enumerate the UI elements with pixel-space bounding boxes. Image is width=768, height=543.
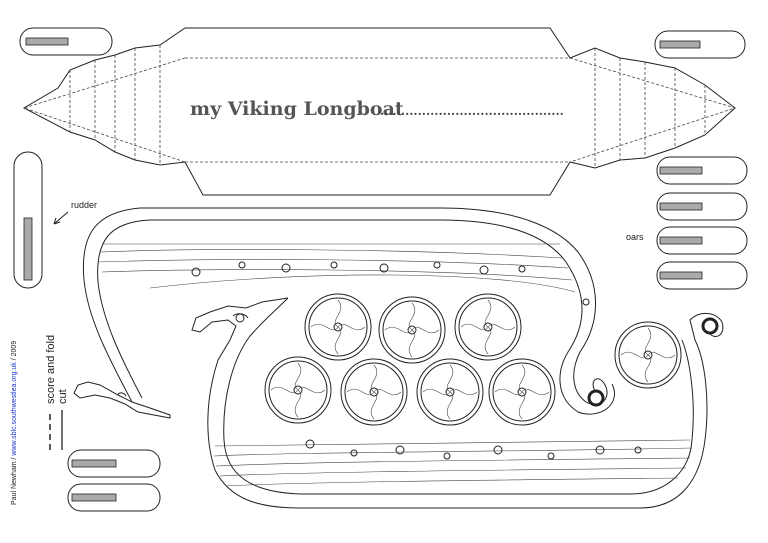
cut-label: cut <box>57 389 69 404</box>
oar-piece-right-4 <box>656 261 748 290</box>
spiral-icon <box>587 389 605 407</box>
shield <box>488 358 556 426</box>
tail-detail <box>117 392 127 397</box>
shields <box>264 293 682 426</box>
title-dots: ........................................… <box>380 104 564 118</box>
shield <box>416 358 484 426</box>
rudder-arrow-icon <box>53 211 69 225</box>
shield <box>614 321 682 389</box>
shield <box>340 358 408 426</box>
oar-piece-right-2 <box>656 192 748 221</box>
shield <box>378 296 446 364</box>
page-title: my Viking Longboat <box>190 98 404 120</box>
credit-author: Paul Newham / <box>11 456 18 505</box>
credit-year: / 2009 <box>11 341 18 363</box>
oar-piece-top-right <box>654 30 746 59</box>
shield <box>264 356 332 424</box>
oars-label: oars <box>626 232 644 242</box>
deck-piece: my Viking Longboat .....................… <box>22 27 737 196</box>
oar-piece-right-3 <box>656 226 748 255</box>
hull-side-upper <box>73 207 615 419</box>
credit-url-link[interactable]: www.sblc.southwestlea.org.uk <box>11 362 18 457</box>
oar-piece-right-1 <box>656 156 748 185</box>
score-fold-label: score and fold <box>45 335 57 404</box>
rudder-piece <box>13 151 43 289</box>
oar-piece-top-left <box>19 27 113 56</box>
credit-line: Paul Newham / www.sblc.southwestlea.org.… <box>11 341 18 505</box>
hull-side-lower <box>191 297 724 509</box>
oar-piece-bottom-left-1 <box>67 449 161 478</box>
fold-legend: score and fold cut <box>45 335 69 450</box>
oar-piece-bottom-left-2 <box>67 483 161 512</box>
shield <box>304 293 372 361</box>
rudder-label: rudder <box>71 200 97 210</box>
svg-text:Paul Newham / www.sblc.southwe: Paul Newham / www.sblc.southwestlea.org.… <box>11 341 18 505</box>
shield <box>454 293 522 361</box>
